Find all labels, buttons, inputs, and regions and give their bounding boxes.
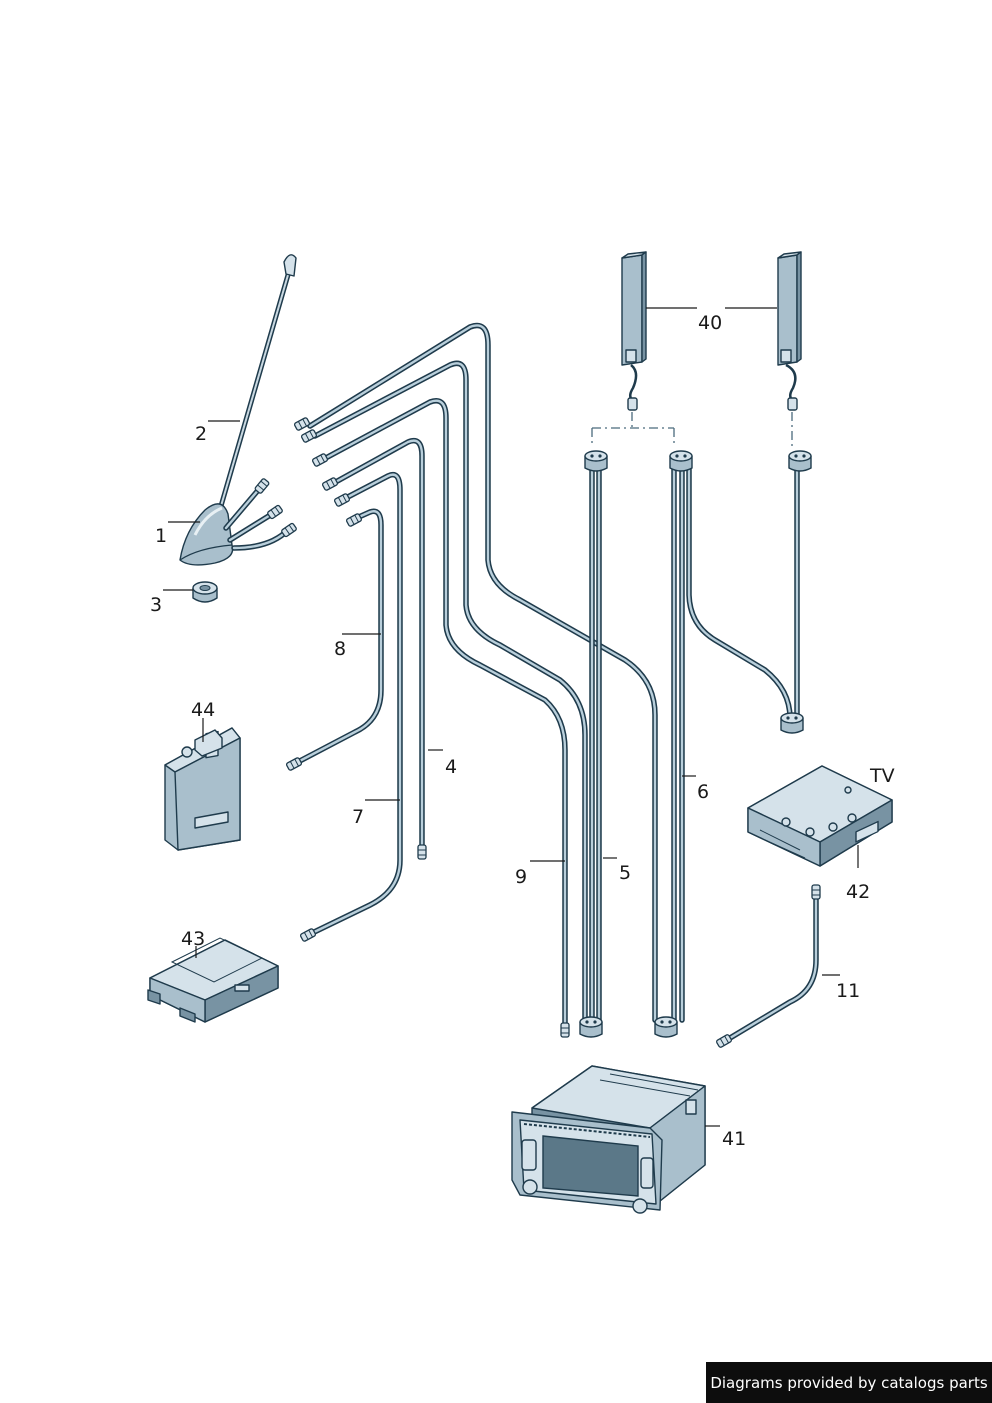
antenna-nut [192,581,218,603]
antenna-rod [218,254,297,509]
antenna-base [179,477,298,566]
label-7: 7 [352,806,364,828]
label-tv: TV [869,765,895,787]
control-unit-43 [147,937,279,1023]
cable-6-double [671,465,800,1023]
label-6: 6 [697,781,709,803]
cable-11 [715,884,821,1049]
cable-8 [291,508,384,767]
antenna-amplifier-right [777,251,802,411]
label-2: 2 [195,423,207,445]
cable-4 [329,437,425,848]
label-44: 44 [191,699,215,721]
control-unit-44 [164,727,241,851]
antenna-amplifier-left [621,251,647,411]
cable-5-double [589,465,602,1023]
label-5: 5 [619,862,631,884]
label-41: 41 [722,1128,746,1150]
connection-line [591,412,675,446]
footer-credit: Diagrams provided by catalogs parts [706,1362,992,1403]
label-4: 4 [445,756,457,778]
label-42: 42 [846,881,870,903]
label-11: 11 [836,980,860,1002]
tv-tuner-42 [747,765,893,867]
label-3: 3 [150,594,162,616]
leader-lines [163,307,859,1127]
label-8: 8 [334,638,346,660]
cable-6 [312,360,588,1028]
cable-9 [319,398,568,1028]
label-1: 1 [155,525,167,547]
label-43: 43 [181,928,205,950]
cable-5 [307,322,658,1023]
label-9: 9 [515,866,527,888]
label-40: 40 [698,312,722,334]
radio-navigation-unit [511,1065,706,1214]
cable-7 [305,471,403,938]
